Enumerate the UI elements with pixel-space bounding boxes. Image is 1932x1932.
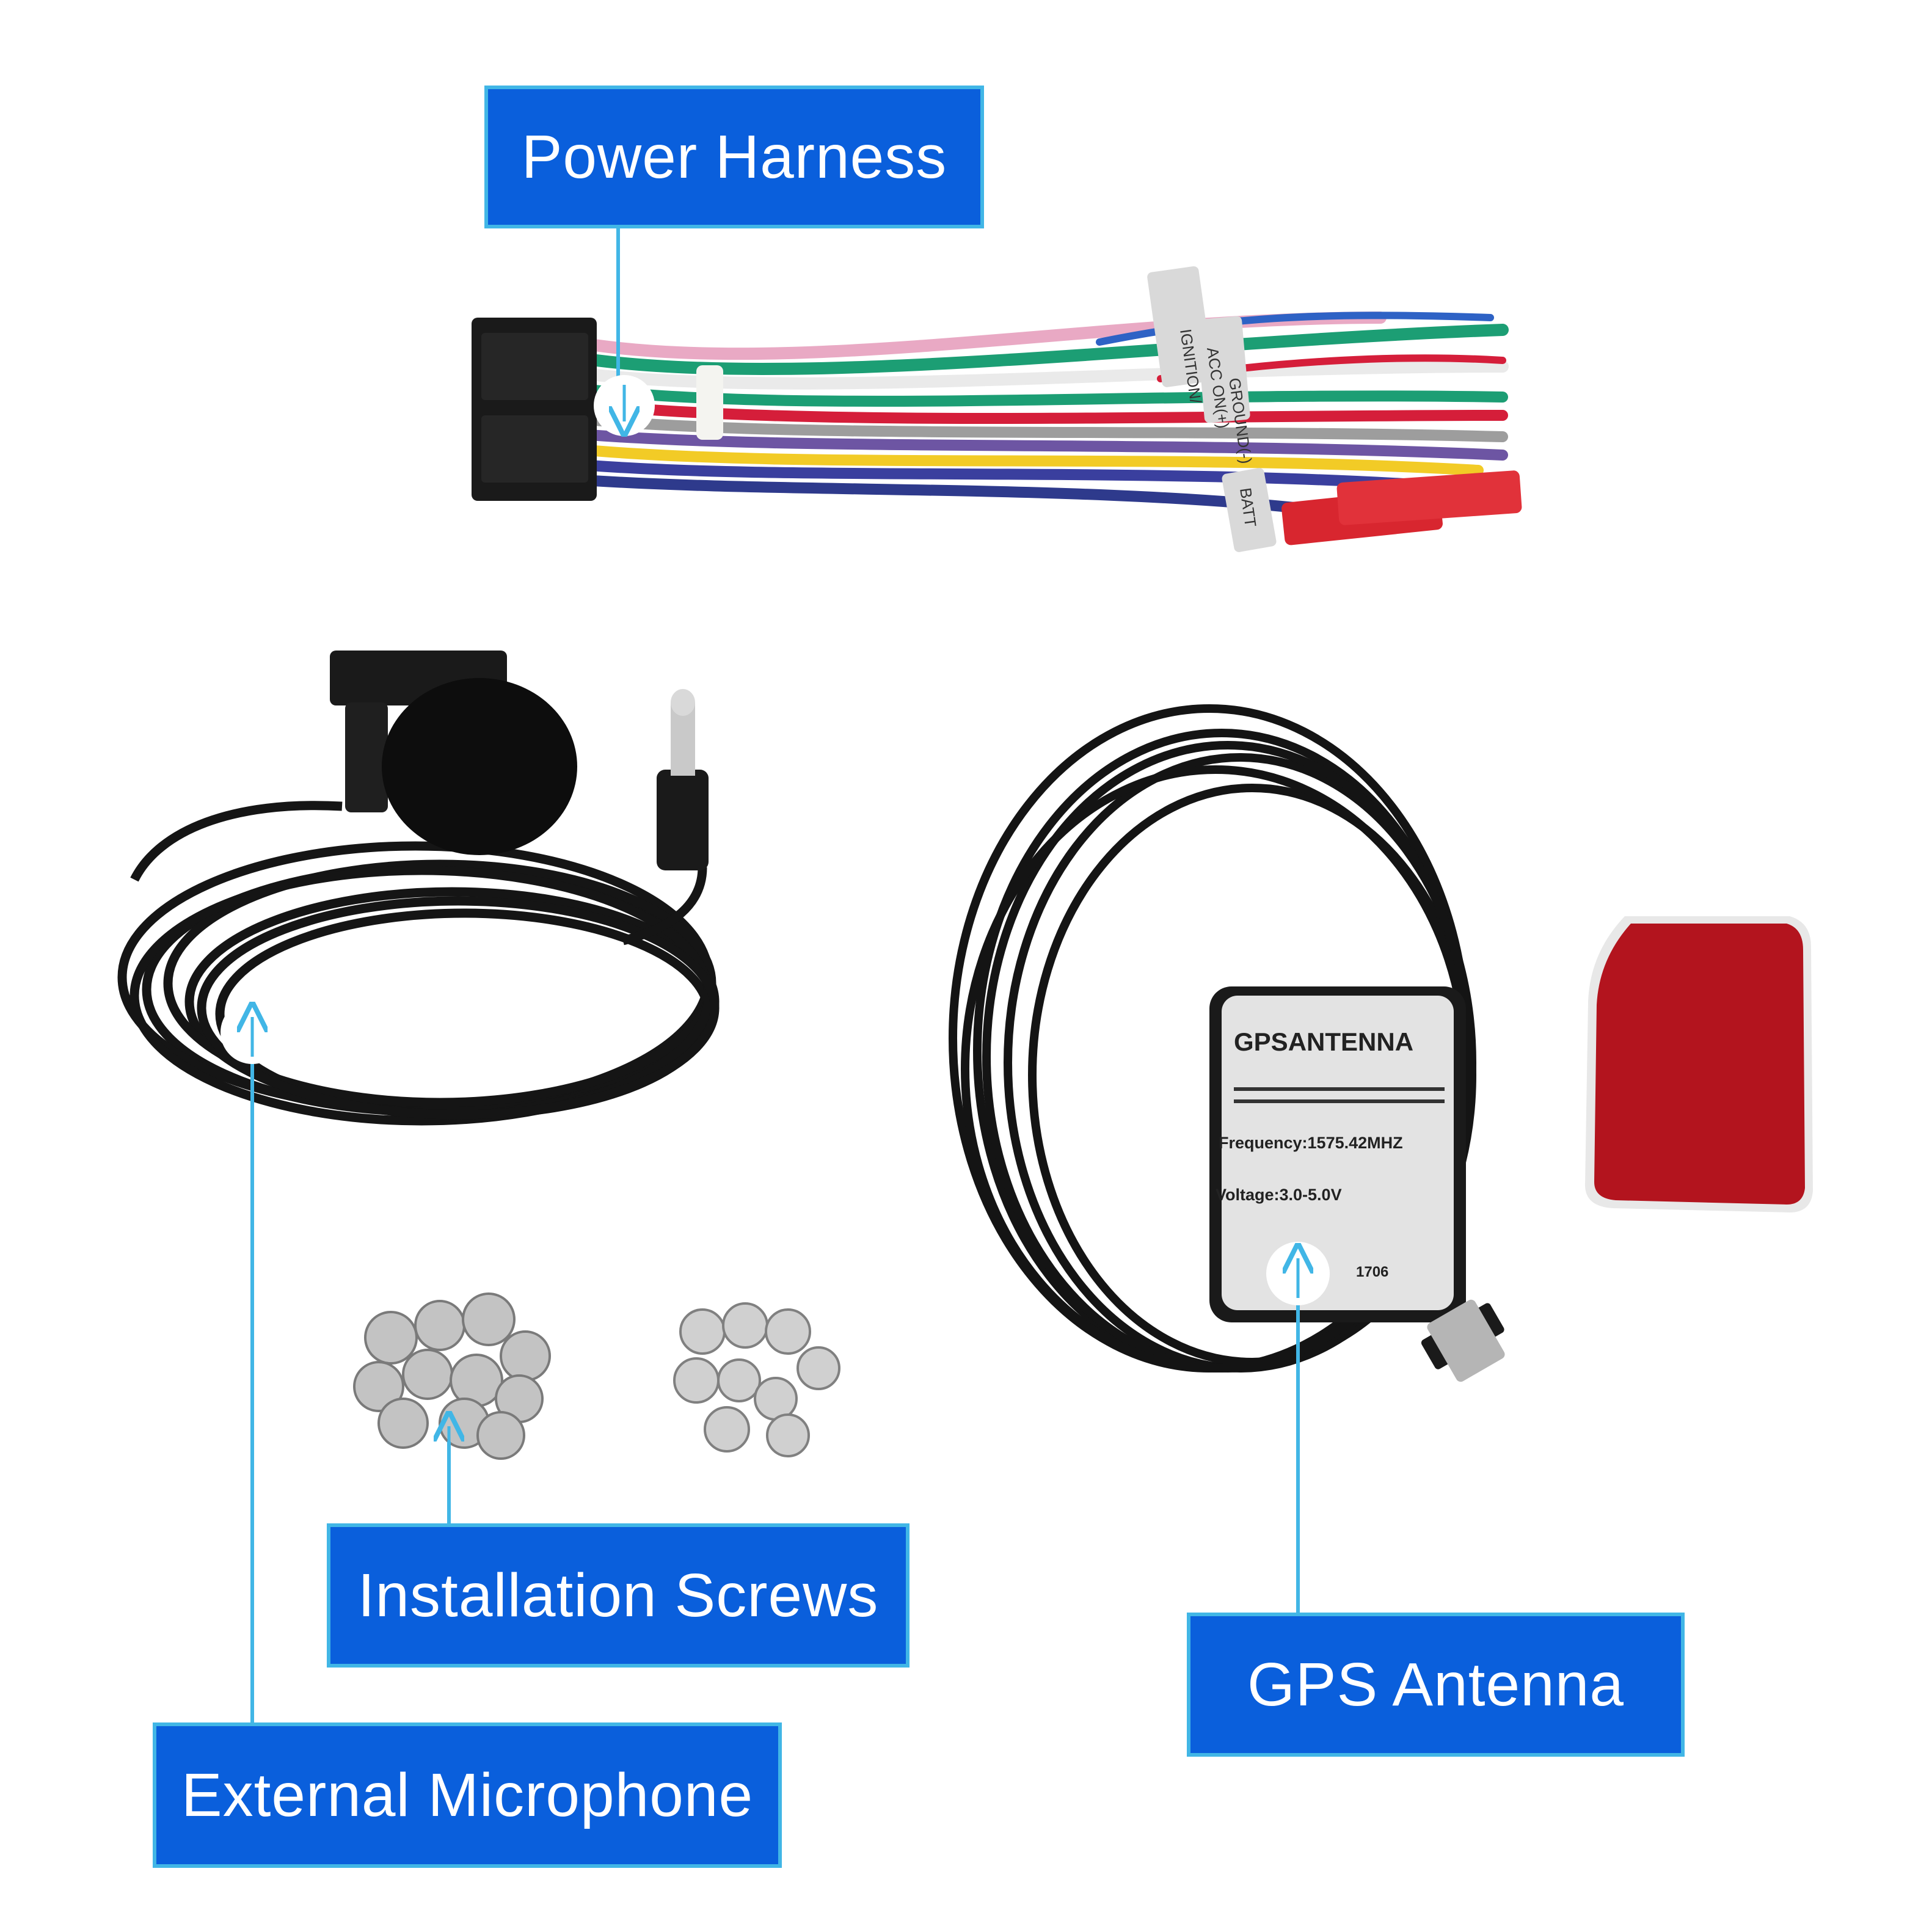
- microphone-cable-lead: [130, 801, 343, 882]
- microphone-3.5mm-jack: [657, 689, 709, 870]
- callout-gps-antenna: GPS Antenna: [1187, 1613, 1685, 1757]
- harness-connector-plug: [472, 318, 597, 501]
- callout-installation-screws-text: Installation Screws: [357, 1561, 879, 1630]
- callout-external-microphone: External Microphone: [153, 1722, 782, 1868]
- installation-screws: [353, 1292, 840, 1460]
- gps-antenna-cable-coil: [949, 704, 1476, 1372]
- callout-power-harness-text: Power Harness: [521, 122, 947, 191]
- gps-antenna-module: GPSANTENNA Frequency:1575.42MHZ Voltage:…: [1209, 986, 1466, 1322]
- gps-antenna: GPSANTENNA Frequency:1575.42MHZ Voltage:…: [949, 704, 1505, 1382]
- screw-pile-flat-head: [673, 1302, 840, 1457]
- pointer-marker-gps-antenna: [1266, 1242, 1330, 1305]
- callout-external-microphone-text: External Microphone: [181, 1760, 754, 1829]
- gps-antenna-rule-top: [1234, 1087, 1445, 1091]
- callout-installation-screws: Installation Screws: [327, 1523, 909, 1668]
- harness-wire-tags: IGNITION/ ACC ON(+) GROUND(-) BATT: [1147, 266, 1277, 552]
- microphone-cable-coil: [117, 841, 720, 1126]
- pointer-marker-power-harness: [594, 375, 655, 436]
- gps-antenna-rule-bottom: [1234, 1099, 1445, 1103]
- microphone-head: [330, 651, 577, 855]
- pointer-marker-microphone: [221, 1001, 284, 1064]
- external-microphone: [117, 651, 720, 1126]
- wire-tie: [696, 365, 723, 440]
- gps-antenna-title: GPSANTENNA: [1234, 1027, 1413, 1056]
- gps-antenna-frequency: Frequency:1575.42MHZ: [1219, 1134, 1403, 1152]
- power-harness: IGNITION/ ACC ON(+) GROUND(-) BATT: [472, 266, 1522, 552]
- pointer-markers: [221, 375, 1330, 1466]
- leader-lines: [250, 228, 1300, 1722]
- callout-power-harness: Power Harness: [484, 86, 984, 228]
- gps-antenna-voltage: Voltage:3.0-5.0V: [1216, 1186, 1342, 1204]
- callout-gps-antenna-text: GPS Antenna: [1247, 1650, 1624, 1719]
- adhesive-mounting-pad: [1585, 916, 1813, 1212]
- microphone-jack-cable: [622, 867, 707, 946]
- gps-antenna-code: 1706: [1356, 1264, 1388, 1280]
- screw-pile-round-head: [353, 1292, 551, 1460]
- harness-rca-connectors: [1281, 470, 1522, 545]
- gps-sma-connector: [1421, 1299, 1505, 1382]
